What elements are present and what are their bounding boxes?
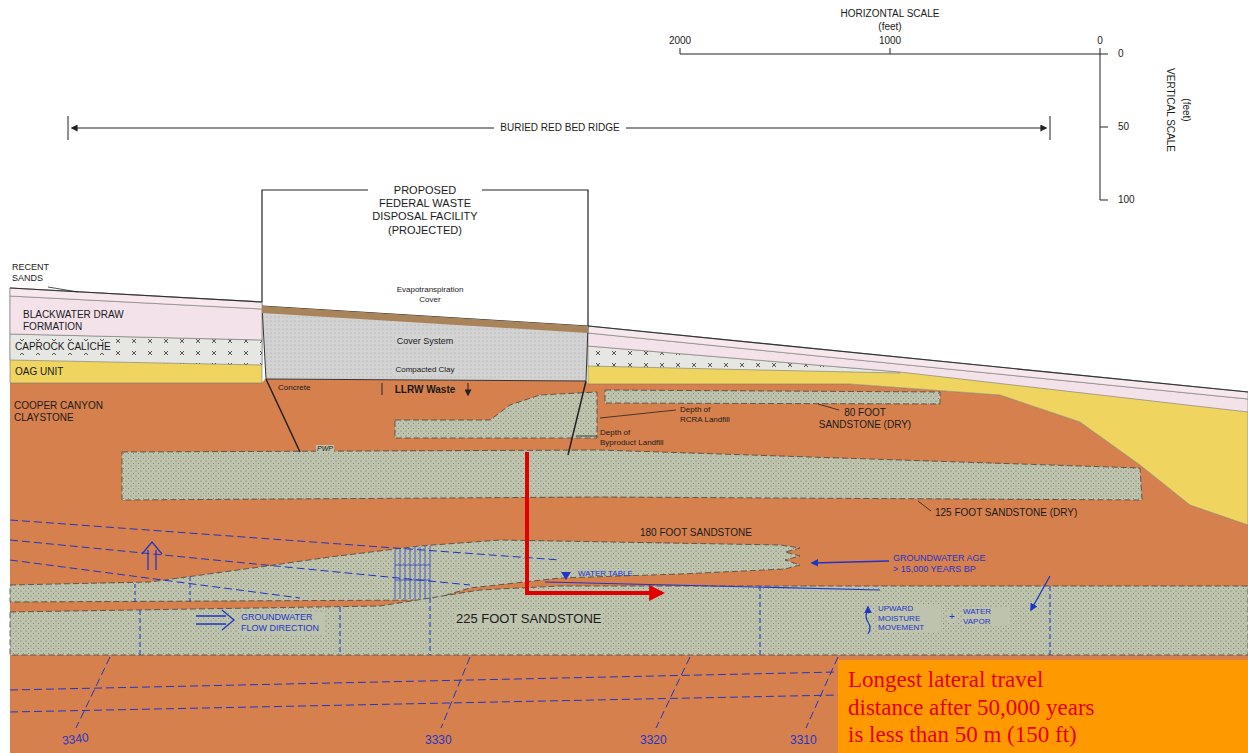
water-table-marker [561,572,571,580]
evapotranspiration-cover [262,306,588,333]
formation-label: RECENT SANDS [12,262,72,284]
cell-label: Cover System [395,336,456,347]
facility-label: PROPOSED FEDERAL WASTE DISPOSAL FACILITY… [368,184,482,237]
contour-value: 3310 [790,733,817,747]
formation-label: COOPER CANYON CLAYSTONE [14,400,124,424]
cover-label: Evapotranspiration Cover [393,285,467,304]
sandstone-label: 80 FOOT SANDSTONE (DRY) [815,407,915,431]
cell-outline [262,306,588,381]
pwp-label: PWP [316,445,334,453]
sandstone-label: 125 FOOT SANDSTONE (DRY) [935,507,1077,519]
potential-contour [10,657,838,728]
contour-value: 3340 [61,730,89,748]
sandstone-label: 180 FOOT SANDSTONE [640,527,752,539]
flow-line [10,520,560,598]
sandstone-band [395,392,597,438]
travel-path-arrow [527,452,662,593]
age-note: GROUNDWATER AGE > 15,000 YEARS BP [893,553,991,575]
water-table-line [545,582,880,590]
scale-number: 2000 [669,35,691,47]
scale-number: 0 [1097,35,1103,47]
ridge-label: BURIED RED BED RIDGE [494,122,625,134]
scale-title: HORIZONTAL SCALE [841,8,940,20]
blackwater-layer [588,333,1248,412]
material-label: Concrete [278,383,310,393]
flow-cell-divider [140,586,1050,655]
cell-label: Compacted Clay [393,365,456,375]
callout-text: Longest lateral travel distance after 50… [848,666,1110,749]
callout-box: Longest lateral travel distance after 50… [838,660,1248,753]
depth-label: Depth of Byproduct Landfill [600,428,666,447]
flow-label: GROUNDWATER FLOW DIRECTION [240,612,324,634]
flow-direction-arrow [196,610,234,630]
plus-sign: + [948,611,956,623]
ground-surface [10,288,262,302]
waste-cell: Cover SystemCompacted Clay [262,304,589,382]
upward-flow-arrow [142,542,162,570]
landfill-depth-line [266,379,586,455]
sandstone-band [10,586,1248,655]
ground-surface [588,326,1248,392]
recent-sands-layer [588,326,1248,399]
scale-unit: (feet) [1180,98,1192,121]
flow-grid [395,546,430,599]
scale-bar [680,48,1108,200]
scale-number: 100 [1118,194,1135,206]
scale-number: 0 [1118,48,1124,60]
sandstone-band [605,390,940,404]
contour-value: 3320 [640,733,667,747]
scale-number: 50 [1118,121,1129,133]
sandstone-band [122,450,1142,500]
contour-value: 3330 [425,733,452,747]
formation-label: CAPROCK CALICHE [14,341,112,353]
formation-label: OAG UNIT [14,366,64,378]
sandstone-label: 225 FOOT SANDSTONE [455,611,602,627]
claystone-layer [10,379,1248,753]
waste-label: LLRW Waste [395,384,456,396]
oag-layer [10,288,262,383]
vapor-label: WATER VAPOR [962,607,1010,626]
formation-label: BLACKWATER DRAW FORMATION [22,309,130,333]
scale-number: 1000 [879,35,901,47]
recent-sands-layer [10,288,262,309]
waste-arrow [382,383,468,395]
moisture-arrow [866,607,870,634]
scale-title: VERTICAL SCALE [1164,68,1176,152]
ridge-extent-tick [68,116,1050,140]
flow-cell-divider [135,577,190,602]
moisture-label: UPWARD MOISTURE MOVEMENT [877,604,941,633]
pointer-arrow [1031,576,1050,610]
depth-label: Depth of RCRA Landfill [680,405,733,424]
water-table-label: WATER TABLE [578,569,633,579]
scale-unit: (feet) [878,21,901,33]
leader-line [48,287,931,511]
pointer-arrow [812,561,889,563]
